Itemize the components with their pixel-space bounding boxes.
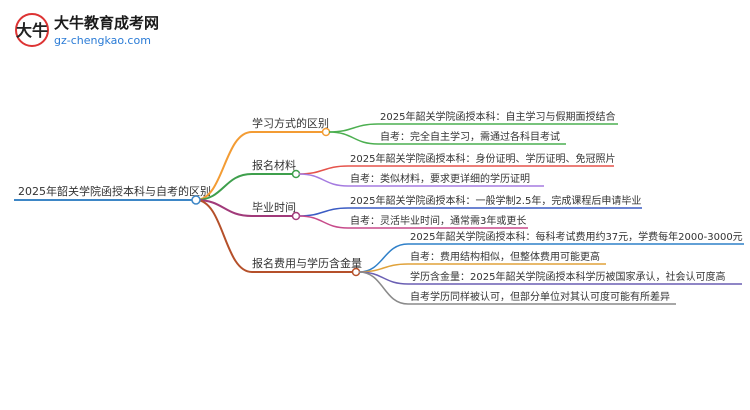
leaf-connector [358, 271, 409, 305]
leaf-connector [298, 215, 349, 229]
leaf-connector [298, 165, 349, 175]
branch-node [291, 211, 301, 221]
brand-logo: 大牛 大牛教育成考网 gz-chengkao.com [14, 12, 184, 52]
leaf-label: 2025年韶关学院函授本科：一般学制2.5年，完成课程后申请毕业 [350, 194, 641, 207]
branch-node [351, 267, 361, 277]
branch-label: 报名材料 [252, 158, 296, 172]
branch-label: 毕业时间 [252, 201, 296, 214]
leaf-label: 自考学历同样被认可，但部分单位对其认可度可能有所差异 [410, 290, 670, 303]
branch-label: 学习方式的区别 [252, 116, 329, 130]
leaf-label: 自考：费用结构相似，但整体费用可能更高 [410, 250, 600, 263]
leaf-label: 2025年韶关学院函授本科：每科考试费用约37元，学费每年2000-3000元 [410, 230, 743, 243]
leaf-label: 2025年韶关学院函授本科：自主学习与假期面授结合 [380, 110, 615, 123]
branch-node [291, 169, 301, 179]
branch-connector [195, 131, 253, 201]
leaf-label: 学历含金量：2025年韶关学院函授本科学历被国家承认，社会认可度高 [410, 270, 725, 283]
branch-connector [195, 199, 253, 217]
leaf-connector [298, 173, 349, 187]
brand-url: gz-chengkao.com [54, 34, 151, 47]
leaf-label: 自考：灵活毕业时间，通常需3年或更长 [350, 214, 526, 227]
leaf-label: 2025年韶关学院函授本科：身份证明、学历证明、免冠照片 [350, 152, 615, 165]
leaf-label: 自考：类似材料，要求更详细的学历证明 [350, 172, 530, 185]
branch-label: 报名费用与学历含金量 [252, 256, 362, 270]
leaf-connector [298, 207, 349, 217]
root-label: 2025年韶关学院函授本科与自考的区别 [18, 184, 211, 198]
branch-connector [195, 173, 253, 201]
leaf-connector [328, 123, 379, 133]
root-node [191, 195, 201, 205]
leaf-connector [328, 131, 379, 145]
branch-node [321, 127, 331, 137]
leaf-label: 自考：完全自主学习，需通过各科目考试 [380, 130, 560, 143]
branch-connector [195, 199, 253, 273]
brand-title: 大牛教育成考网 [54, 14, 160, 32]
svg-text:大牛: 大牛 [16, 21, 48, 40]
bull-logo-icon: 大牛 [15, 13, 49, 47]
